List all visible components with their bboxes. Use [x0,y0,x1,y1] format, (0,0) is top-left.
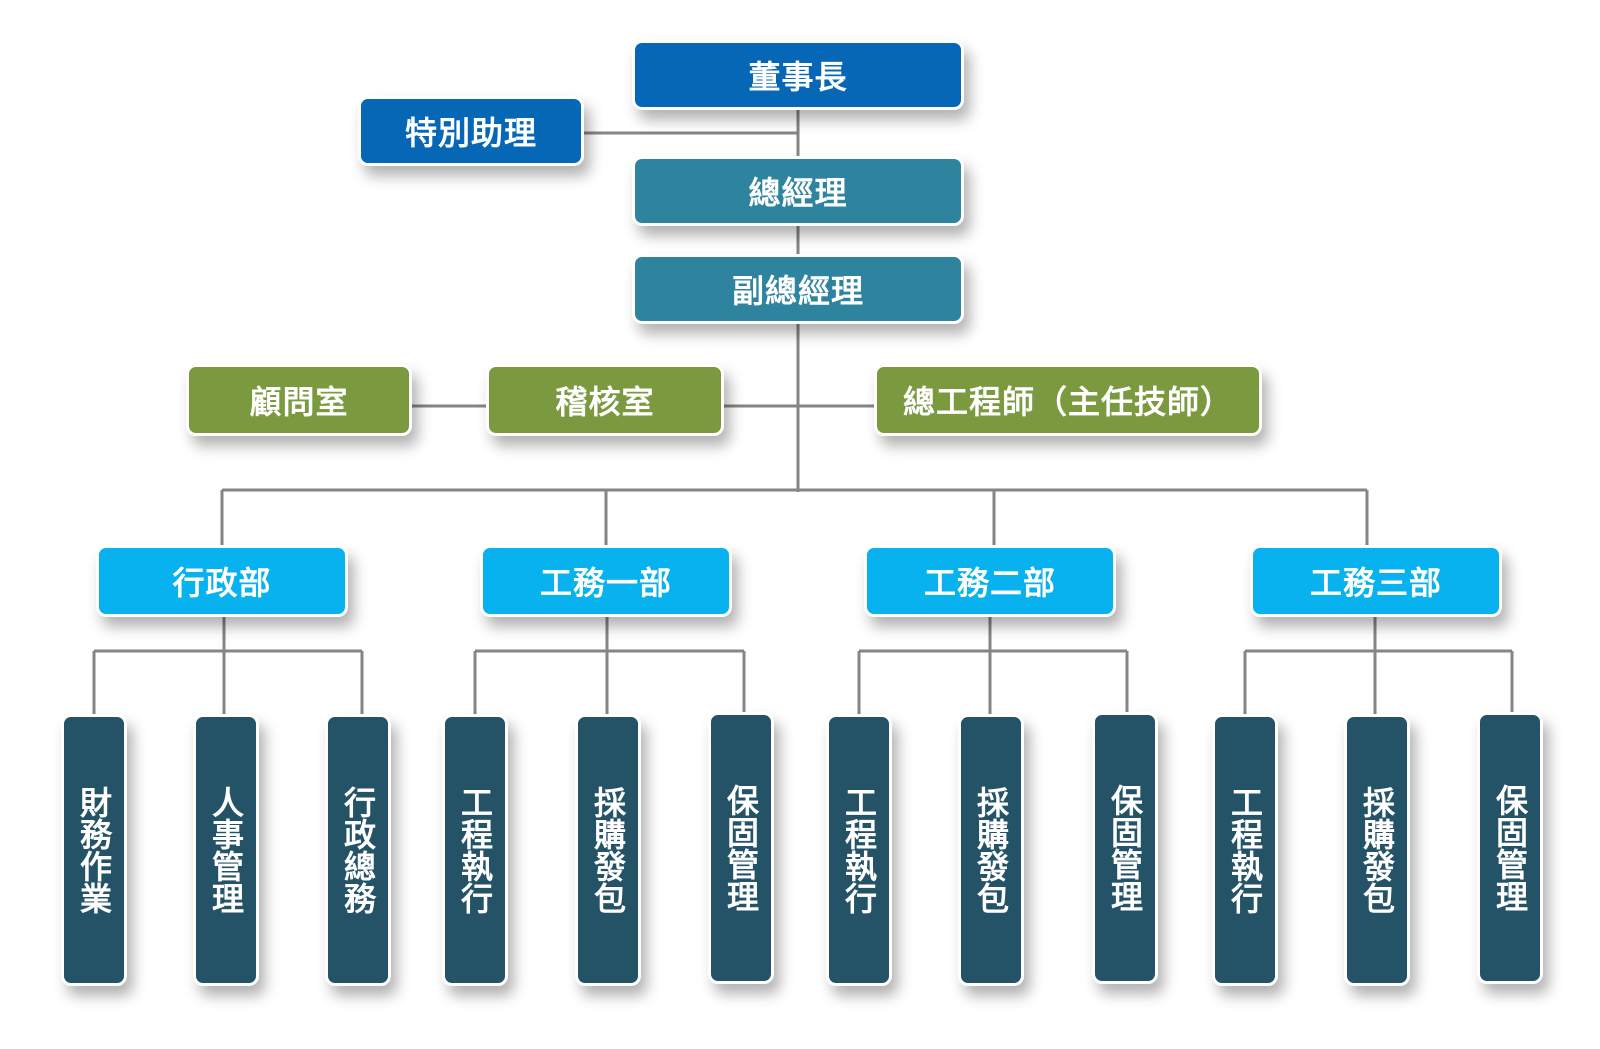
section-box: 採購發包 [1344,714,1410,986]
section-label: 保固管理 [722,784,760,912]
department-label: 工務一部 [539,564,672,602]
section-label: 工程執行 [840,786,878,914]
department-box-3: 工務二部 [864,545,1116,617]
section-box: 工程執行 [826,714,892,986]
section-label: 採購發包 [589,786,627,914]
advisory-office-box: 顧問室 [186,364,412,436]
section-label: 保固管理 [1106,784,1144,912]
chief-engineer-box: 總工程師（主任技師） [874,364,1262,436]
general-manager-box: 總經理 [632,156,964,226]
section-box: 採購發包 [958,714,1024,986]
section-box: 工程執行 [1212,714,1278,986]
audit-office-box: 稽核室 [486,364,724,436]
section-box: 保固管理 [1092,712,1158,984]
department-box-4: 工務三部 [1250,545,1502,617]
deputy-general-manager-box: 副總經理 [632,254,964,324]
section-label: 人事管理 [207,786,245,914]
section-box: 保固管理 [1477,712,1543,984]
chairman-box: 董事長 [632,40,964,110]
section-box: 人事管理 [193,714,259,986]
general-manager-label: 總經理 [748,174,848,212]
section-label: 行政總務 [339,786,377,914]
section-label: 財務作業 [75,786,113,914]
section-label: 工程執行 [1226,786,1264,914]
special-assistant-label: 特別助理 [404,114,537,152]
section-label: 採購發包 [1358,786,1396,914]
section-box: 財務作業 [61,714,127,986]
section-box: 工程執行 [442,714,508,986]
department-box-2: 工務一部 [480,545,732,617]
section-label: 工程執行 [456,786,494,914]
department-label: 工務三部 [1309,564,1442,602]
deputy-general-manager-label: 副總經理 [731,272,864,310]
section-box: 行政總務 [325,714,391,986]
chief-engineer-label: 總工程師（主任技師） [902,383,1233,421]
chairman-label: 董事長 [748,58,848,96]
audit-office-label: 稽核室 [555,383,655,421]
section-box: 保固管理 [708,712,774,984]
special-assistant-box: 特別助理 [358,96,584,166]
advisory-office-label: 顧問室 [249,383,349,421]
department-label: 工務二部 [923,564,1056,602]
department-label: 行政部 [172,564,272,602]
department-box-1: 行政部 [96,545,348,617]
section-label: 採購發包 [972,786,1010,914]
section-box: 採購發包 [575,714,641,986]
section-label: 保固管理 [1491,784,1529,912]
